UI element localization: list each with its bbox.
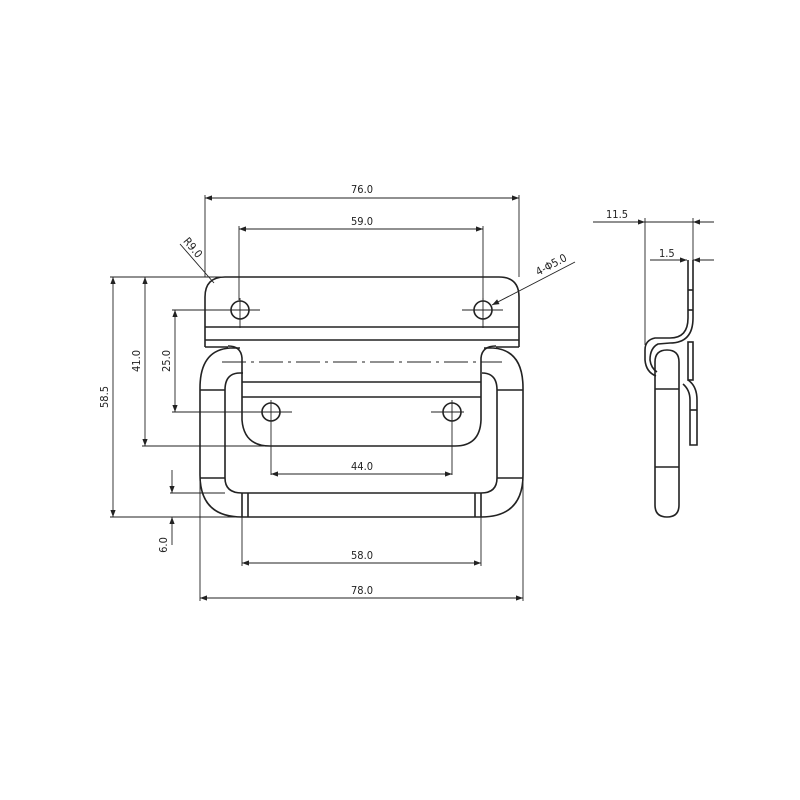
dim-76: 76.0: [351, 183, 373, 196]
handle-outer: [199, 347, 524, 518]
dim-41: 41.0: [130, 350, 143, 372]
dim-6: 6.0: [157, 537, 170, 553]
handle-side: [654, 349, 680, 518]
handle-inner: [224, 372, 498, 494]
dimensions: [110, 195, 576, 601]
dim-59: 59.0: [351, 215, 373, 228]
dim-58: 58.0: [351, 549, 373, 562]
dim-1-5: 1.5: [659, 247, 675, 260]
dim-58-5: 58.5: [98, 386, 111, 408]
dim-25: 25.0: [160, 350, 173, 372]
side-view: 11.5 1.5: [593, 208, 714, 518]
dim-11-5: 11.5: [606, 208, 628, 221]
dim-44: 44.0: [351, 460, 373, 473]
front-view: [199, 276, 524, 518]
dim-r9: R9.0: [180, 235, 204, 261]
dim-78: 78.0: [351, 584, 373, 597]
mounting-plate: [204, 276, 520, 347]
